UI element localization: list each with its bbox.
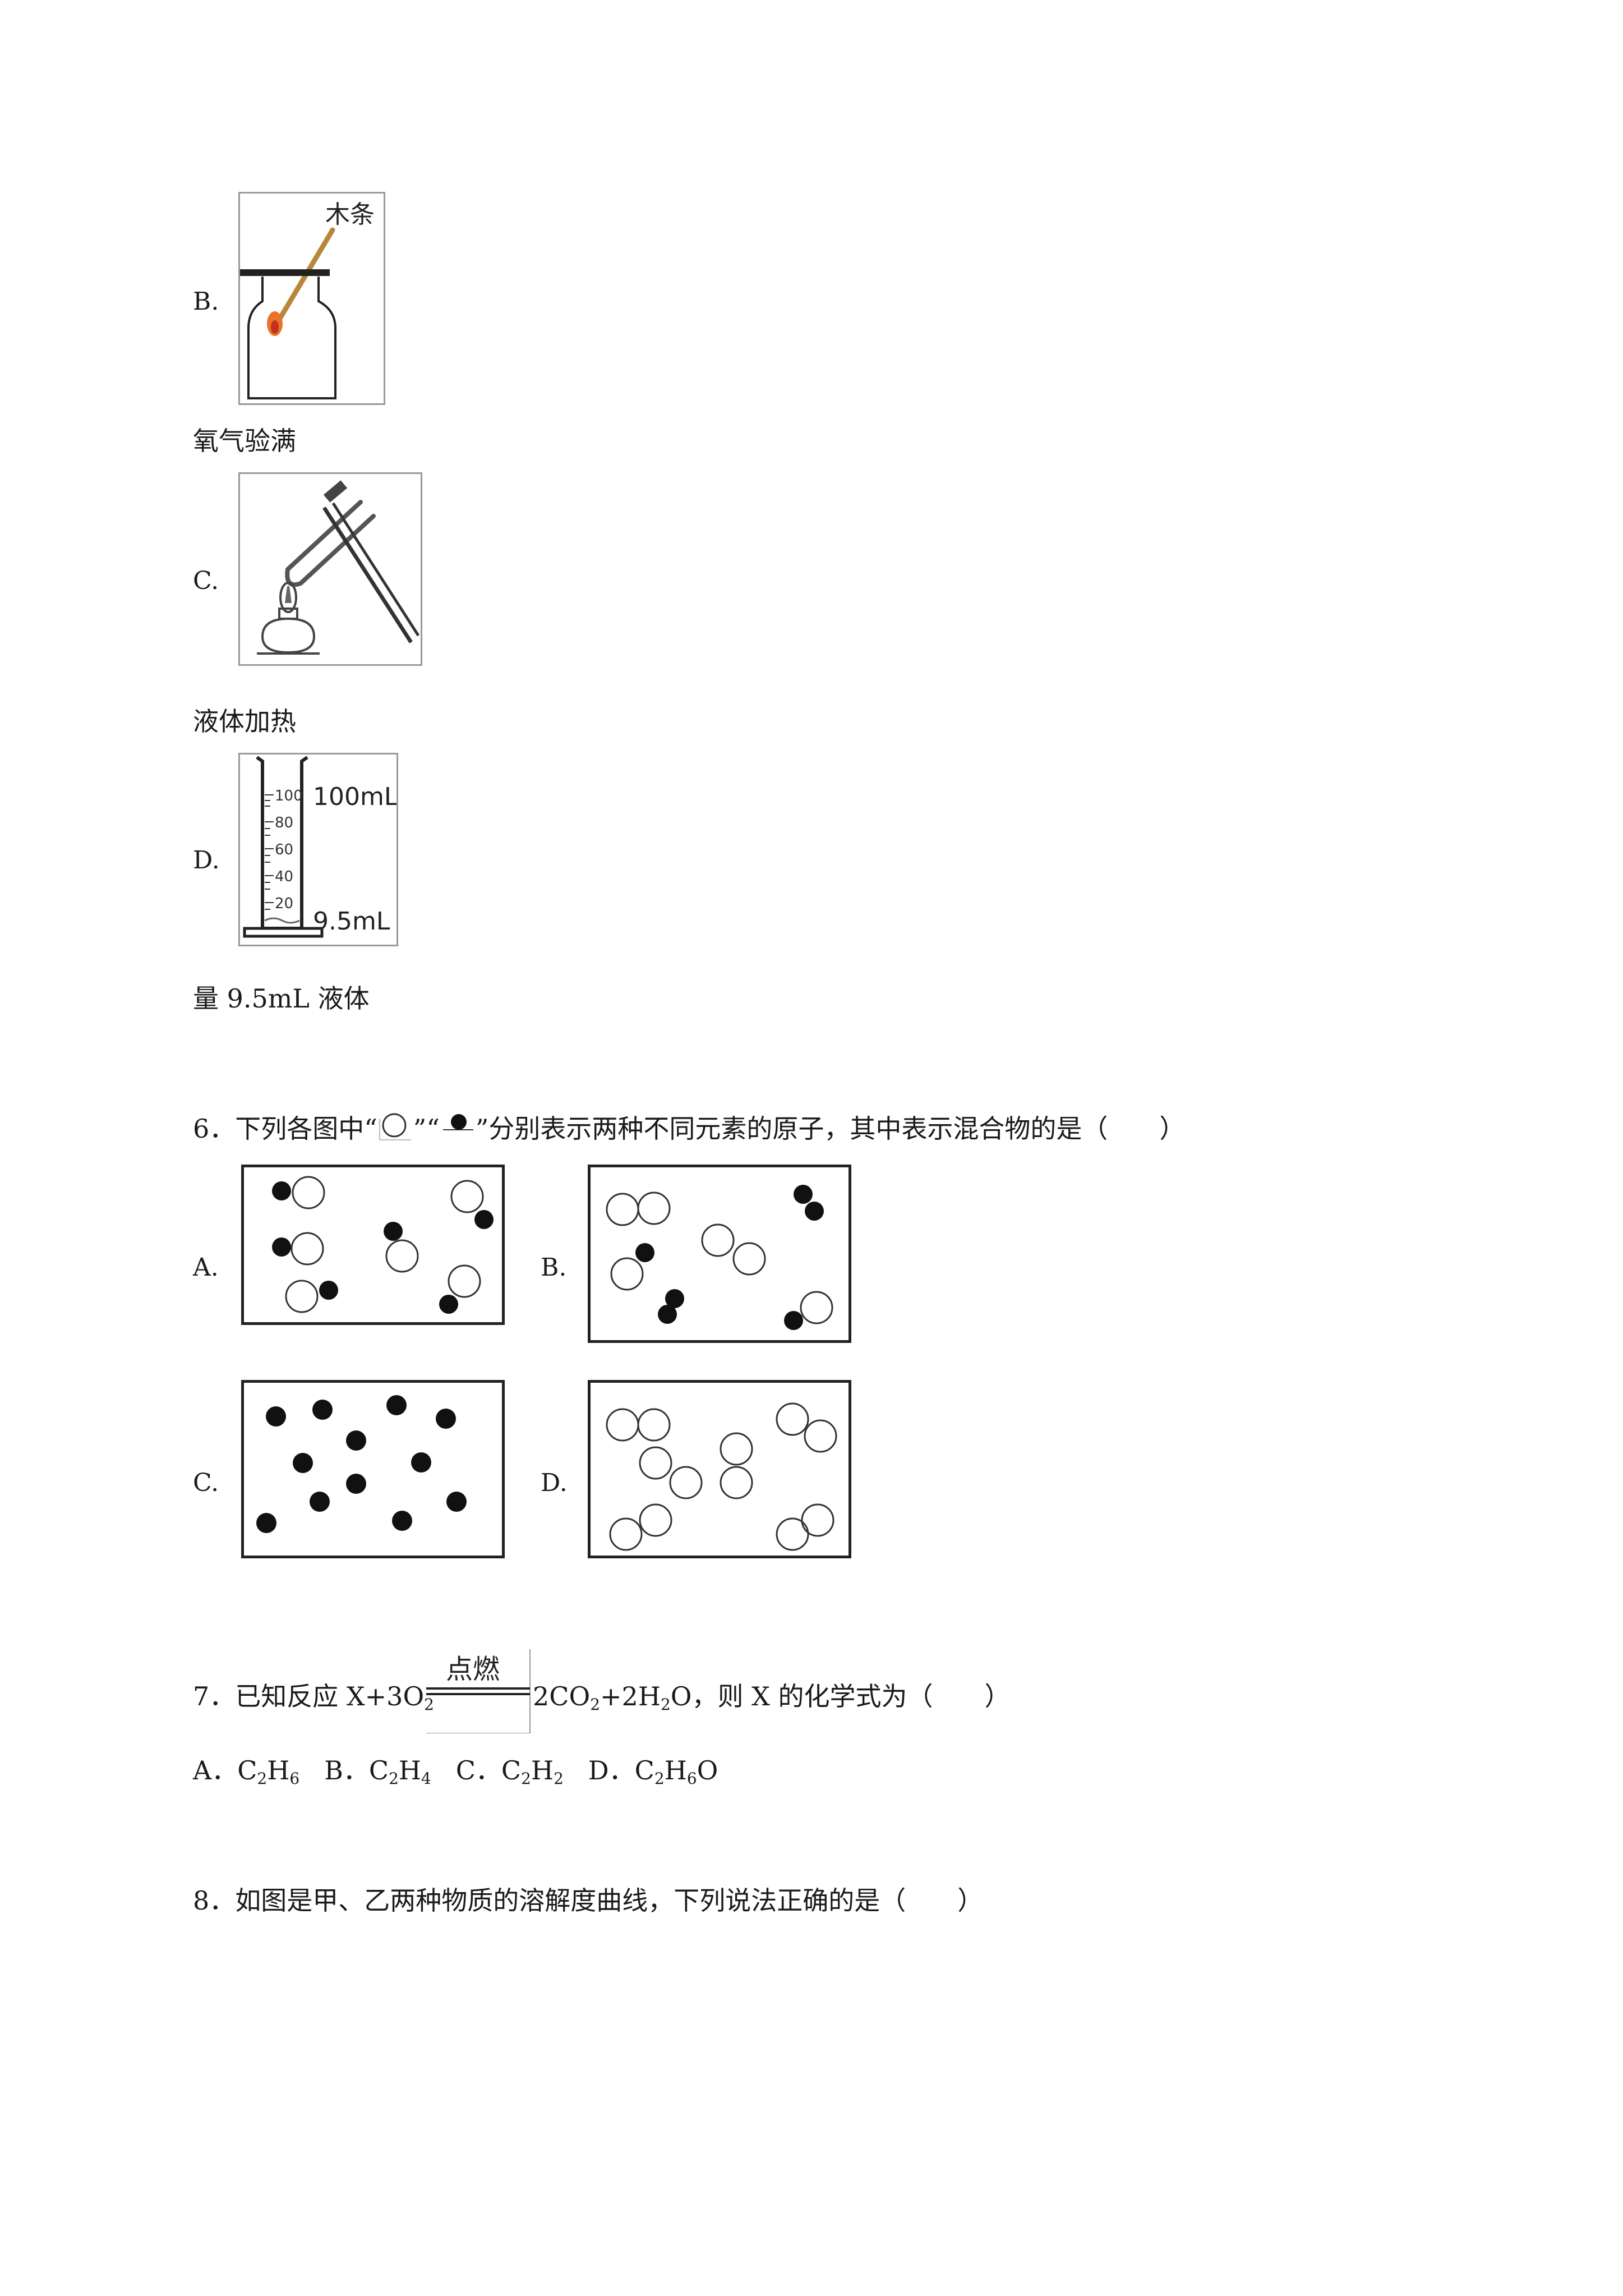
glass-plate	[240, 269, 330, 276]
option-c-caption: 液体加热	[193, 706, 296, 737]
particles-b	[606, 1185, 833, 1330]
option-c-label: C.	[193, 567, 219, 595]
question-7-options: A．C2H6 B．C2H4 C．C2H2 D．C2H6O	[193, 1755, 718, 1788]
tube-holder	[322, 507, 413, 643]
q6-option-d-label: D.	[541, 1469, 568, 1497]
question-7-stem: 7．已知反应 X+3O2	[193, 1681, 434, 1714]
volume-label: 9.5mL	[313, 907, 390, 936]
lamp-wick	[285, 586, 292, 603]
tick-label-20: 20	[275, 895, 293, 912]
flame-icon	[279, 582, 297, 613]
option-d-label: D.	[193, 846, 220, 875]
graduated-cylinder-figure: 100 80 60 40 20 100mL 9.5mL	[238, 753, 398, 946]
condition-label: 点燃	[446, 1654, 500, 1685]
particles-c	[256, 1395, 467, 1533]
gas-bottle	[247, 277, 336, 399]
q6-box-d	[588, 1380, 851, 1558]
question-6-suffix: ”分别表示两种不同元素的原子，其中表示混合物的是（ ）	[475, 1114, 1186, 1144]
question-6-stem: 6．下列各图中“ ”“ ”分别表示两种不同元素的原子，其中表示混合物的是（ ）	[193, 1113, 1185, 1144]
tick-label-80: 80	[275, 815, 293, 831]
black-atom-icon	[442, 1114, 473, 1130]
q6-box-b	[588, 1165, 851, 1343]
question-7-products: 2CO2+2H2O，则 X 的化学式为（ ）	[533, 1681, 1011, 1714]
scale-marks	[265, 794, 274, 910]
q7-option-a: A．C2H6	[193, 1755, 300, 1788]
cylinder-capacity-label: 100mL	[313, 783, 396, 811]
spirit-lamp	[261, 617, 316, 654]
q7-option-d: D．C2H6O	[588, 1755, 718, 1788]
liquid-heating-figure	[238, 472, 422, 666]
white-atom-icon	[379, 1113, 411, 1140]
q6-option-b-label: B.	[541, 1253, 567, 1282]
q6-box-c	[241, 1380, 505, 1558]
gas-bottle-figure: 木条	[238, 192, 385, 405]
tick-label-100: 100	[275, 788, 303, 804]
gas-bottle-illustration: 木条	[240, 200, 375, 399]
option-b-caption: 氧气验满	[193, 426, 296, 456]
reaction-condition: 点燃	[426, 1649, 533, 1734]
tick-label-40: 40	[275, 868, 293, 885]
question-6-sep: ”“	[413, 1114, 440, 1144]
q7-option-b: B．C2H4	[324, 1755, 431, 1788]
question-6-prefix: 6．下列各图中“	[193, 1114, 377, 1144]
option-b-label: B.	[193, 287, 219, 316]
q7-option-c: C．C2H2	[455, 1755, 564, 1788]
liquid-heating-illustration	[257, 480, 420, 655]
graduated-cylinder-illustration: 100 80 60 40 20 100mL 9.5mL	[243, 756, 398, 938]
stick-label: 木条	[325, 200, 375, 229]
wood-stick	[272, 227, 335, 330]
question-7-prefix: 7．已知反应 X+3O	[193, 1681, 425, 1711]
q6-option-c-label: C.	[193, 1469, 219, 1497]
question-8-stem: 8．如图是甲、乙两种物质的溶解度曲线，下列说法正确的是（ ）	[193, 1885, 984, 1916]
q6-box-a	[241, 1165, 505, 1325]
cylinder-base	[243, 927, 324, 938]
tick-label-60: 60	[275, 841, 293, 858]
option-d-caption: 量 9.5mL 液体	[193, 983, 370, 1014]
particles-d	[606, 1402, 837, 1551]
particles-a	[272, 1176, 494, 1314]
q6-option-a-label: A.	[193, 1253, 219, 1282]
